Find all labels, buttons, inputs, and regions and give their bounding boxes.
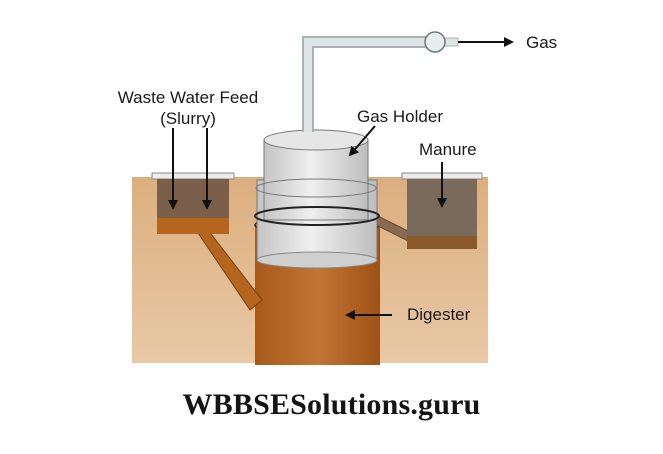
ground-ring: [254, 206, 380, 226]
label-feed-line2: (Slurry): [160, 109, 216, 128]
gas-valve: [424, 31, 446, 53]
label-digester: Digester: [407, 305, 471, 324]
gas-pipe-inner: [304, 38, 430, 132]
label-gas-holder: Gas Holder: [357, 107, 443, 126]
feed-tank-rim: [151, 172, 235, 180]
diagram-canvas: Gas Waste Water Feed (Slurry) Gas Holder…: [118, 31, 557, 365]
gas-holder-bottom: [256, 251, 378, 269]
gas-holder-band: [255, 178, 377, 198]
site-watermark: WBBSESolutions.guru: [182, 388, 481, 421]
label-manure: Manure: [419, 140, 477, 159]
feed-tank-slurry: [157, 218, 229, 234]
gas-holder-top: [263, 129, 369, 151]
label-gas: Gas: [526, 33, 557, 52]
manure-pit-slurry: [407, 236, 477, 249]
label-feed-line1: Waste Water Feed: [118, 88, 258, 107]
gas-holder-arrow: [348, 125, 376, 157]
